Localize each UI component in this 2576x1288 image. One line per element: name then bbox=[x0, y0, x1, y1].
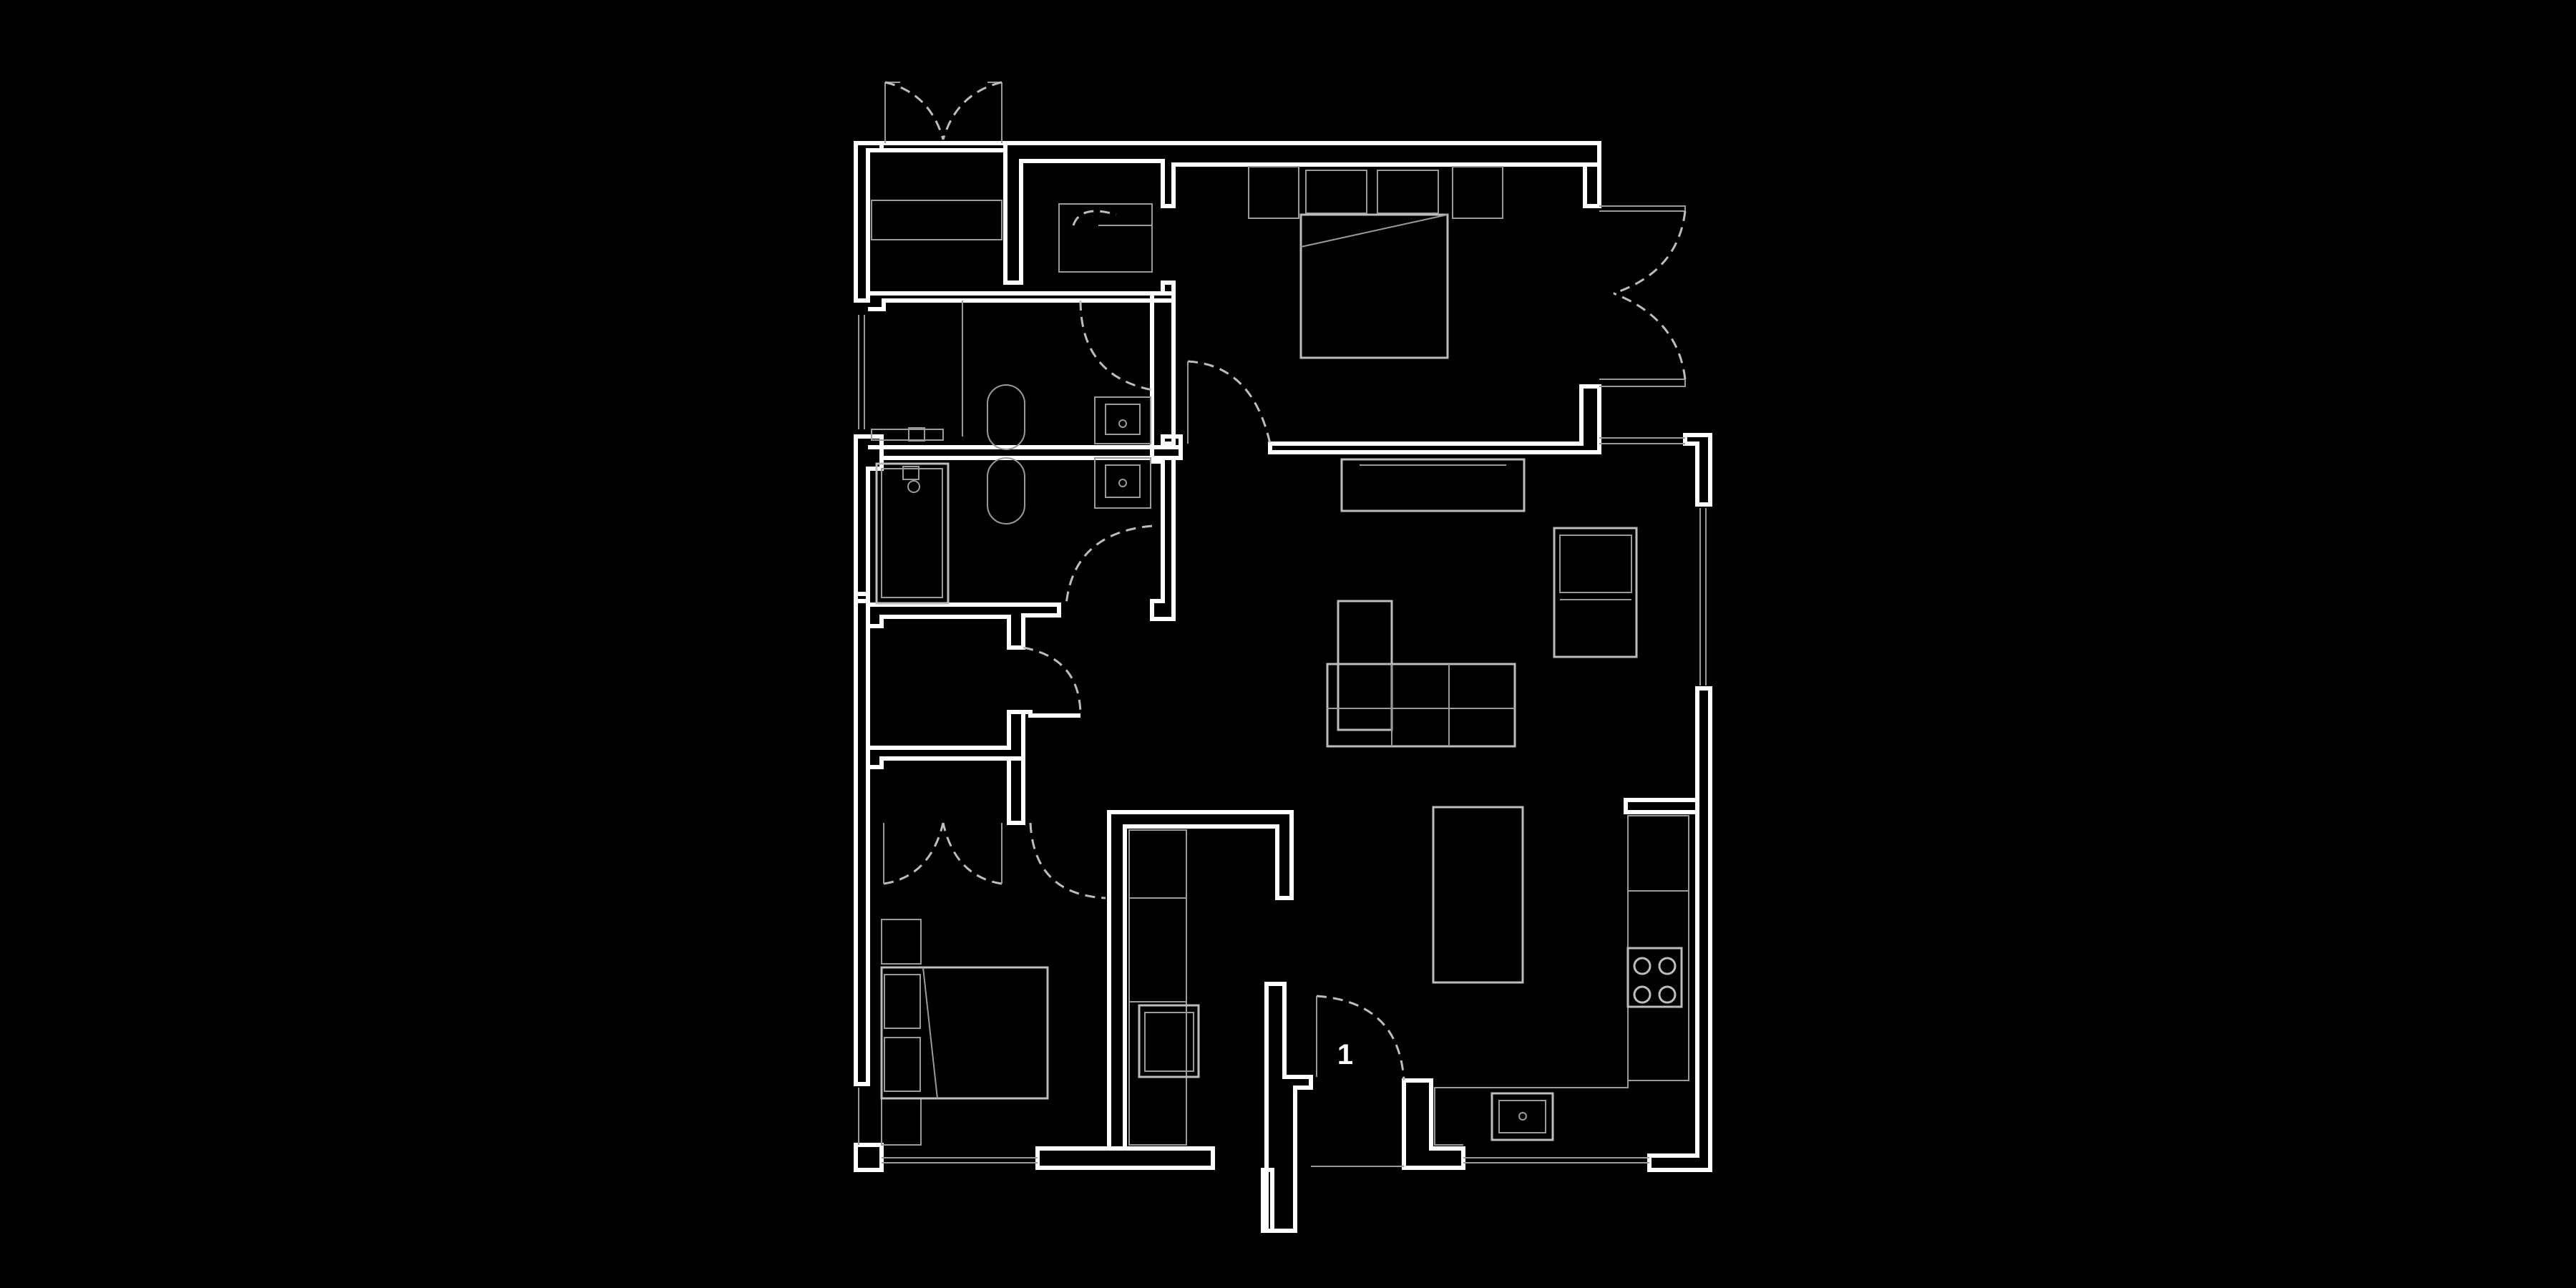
walls bbox=[854, 141, 1712, 1233]
bathtub-oval-upper bbox=[987, 384, 1025, 450]
wall-closet-bath bbox=[868, 280, 1176, 311]
wall-left-upper bbox=[854, 141, 884, 303]
wall-closet-mid-right bbox=[1009, 710, 1080, 718]
wall-left-bottom bbox=[854, 1143, 884, 1172]
wall-left-lower bbox=[854, 592, 870, 1086]
nightstand-master-left bbox=[1305, 170, 1367, 214]
nightstand-master-right bbox=[1377, 170, 1439, 214]
bed2 bbox=[880, 966, 1049, 1100]
toilet-lower bbox=[902, 466, 919, 480]
burner-2 bbox=[1658, 957, 1677, 975]
bed2-nightstand-bottom bbox=[881, 1098, 922, 1146]
wall-right-lower bbox=[1647, 686, 1712, 1172]
door-swing-closet-bedroom2 bbox=[883, 822, 1002, 885]
door-swing-bedroom2 bbox=[1029, 822, 1106, 899]
wardrobe-master-1 bbox=[1248, 166, 1299, 219]
wall-entry-stub bbox=[1261, 1168, 1274, 1233]
washer-inner bbox=[1144, 1012, 1194, 1072]
wall-hall-vertical bbox=[1150, 291, 1183, 621]
vanity-upper bbox=[1094, 396, 1151, 444]
bathtub-lower bbox=[875, 462, 950, 605]
burner-4 bbox=[1658, 985, 1677, 1004]
bed2-sheet bbox=[922, 967, 938, 1099]
faucet-lower bbox=[1118, 479, 1127, 487]
media-console bbox=[1340, 458, 1526, 512]
door-swing-closet-top bbox=[1072, 210, 1117, 226]
burner-3 bbox=[1633, 985, 1652, 1004]
door-swing-master-balcony bbox=[1613, 210, 1687, 380]
door-swing-bath-lower bbox=[1065, 525, 1153, 605]
wall-bath-lower bbox=[868, 602, 1061, 650]
wall-top-main bbox=[1003, 141, 1601, 285]
bathtub-oval-lower bbox=[987, 457, 1025, 525]
wall-bottom-mid bbox=[1035, 1146, 1215, 1170]
bed2-pillow-1 bbox=[884, 974, 921, 1029]
wall-bedroom2-right bbox=[1007, 756, 1025, 825]
bath-tub-upper-left bbox=[871, 429, 944, 441]
armchair-seat bbox=[1559, 535, 1632, 593]
kitchen-sink bbox=[1491, 1092, 1554, 1141]
wall-closet-mid bbox=[868, 710, 1025, 769]
wall-master-bottom bbox=[1268, 384, 1601, 454]
wall-bottom-right bbox=[1402, 1078, 1465, 1170]
door-swing-linen bbox=[1023, 646, 1082, 716]
wall-kitchen-nib bbox=[1624, 798, 1699, 814]
master-bed bbox=[1299, 213, 1449, 359]
dining-table bbox=[1432, 806, 1524, 984]
sofa-chaise bbox=[1337, 600, 1393, 731]
kitchen-faucet bbox=[1518, 1112, 1527, 1121]
door-swing-bath-upper bbox=[1079, 300, 1153, 391]
windows bbox=[858, 315, 1707, 1167]
toilet-lower-bowl bbox=[907, 480, 920, 493]
washer bbox=[1138, 1004, 1200, 1078]
master-bed-sheet bbox=[1300, 214, 1448, 248]
wall-galley bbox=[1107, 810, 1294, 1151]
wall-entry-left bbox=[1264, 982, 1313, 1233]
burner-1 bbox=[1633, 957, 1652, 975]
vanity-lower bbox=[1094, 457, 1151, 509]
sofa-main bbox=[1326, 663, 1516, 748]
door-swing-master bbox=[1187, 360, 1272, 444]
wall-bottom-left bbox=[856, 1143, 884, 1172]
door-swing-balcony-topleft bbox=[884, 81, 1002, 140]
sink-upper bbox=[1105, 404, 1141, 435]
bed2-nightstand-top bbox=[881, 919, 922, 965]
closet-hanging-top bbox=[1058, 203, 1153, 273]
room-label-1: 1 bbox=[1337, 1039, 1353, 1070]
toilet-upper bbox=[908, 427, 925, 441]
wardrobe-master-2 bbox=[1452, 166, 1503, 219]
wall-master-right-top bbox=[1583, 162, 1601, 208]
bed2-pillow-2 bbox=[884, 1037, 921, 1092]
doors bbox=[883, 81, 1687, 1081]
sink-lower bbox=[1105, 464, 1141, 498]
faucet-upper bbox=[1118, 419, 1127, 428]
kitchen-sink-basin bbox=[1498, 1100, 1546, 1133]
closet-shelf-top bbox=[871, 200, 1002, 240]
door-balcony-topleft bbox=[884, 82, 1002, 143]
armchair bbox=[1553, 527, 1638, 658]
cooktop bbox=[1626, 947, 1683, 1008]
door-swing-entry bbox=[1316, 995, 1405, 1081]
kitchen-counter-bottom bbox=[1434, 1080, 1629, 1146]
bathtub-lower-inner bbox=[881, 468, 943, 598]
furniture bbox=[871, 166, 1689, 1146]
door-master-balcony bbox=[1599, 205, 1686, 387]
wall-right-upper bbox=[1683, 433, 1712, 507]
wall-left-mid bbox=[854, 434, 884, 603]
galley-counter bbox=[1128, 829, 1187, 1146]
